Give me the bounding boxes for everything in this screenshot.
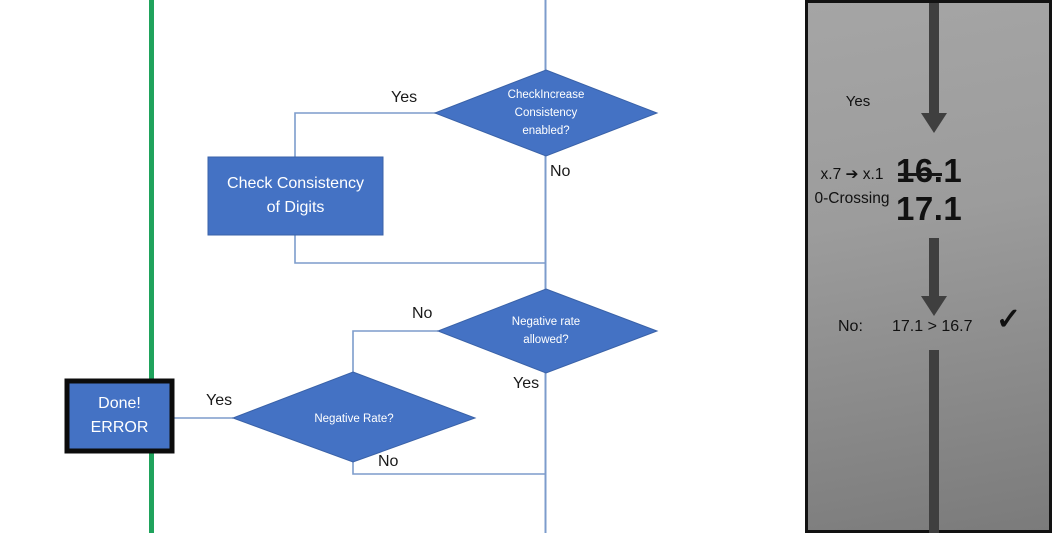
connector-no-return: [352, 460, 545, 475]
edge-label-no-top: No: [550, 163, 571, 180]
connector-yes-to-process: [294, 112, 436, 160]
result-comparison-text: 17.1 > 16.7: [892, 318, 973, 335]
decision-negative-rate-diamond: [231, 371, 477, 463]
edge-label-no-bottom: No: [378, 453, 399, 470]
down-arrow-top-head: [921, 113, 947, 133]
decision-negative-rate-allowed-diamond: [436, 288, 659, 374]
down-arrow-mid-shaft: [929, 238, 939, 296]
green-guide-line: [149, 0, 154, 533]
result-prefix-label: No:: [838, 318, 863, 335]
strikethrough-line: [898, 173, 942, 176]
rule-line-1: x.7 ➔ x.1: [820, 166, 884, 183]
edge-label-yes-done: Yes: [206, 392, 233, 409]
annotation-panel: Yes x.7 ➔ x.1 0-Crossing 16.1 17.1 No: 1…: [805, 0, 1052, 533]
down-arrow-top-shaft: [929, 3, 939, 113]
old-value-rest: .1: [933, 152, 963, 189]
rule-text: x.7 ➔ x.1 0-Crossing: [808, 163, 896, 211]
connector-process-return: [294, 233, 545, 264]
old-value: 16.1: [896, 152, 962, 190]
edge-label-yes-mid: Yes: [513, 375, 540, 392]
rule-line-2: 0-Crossing: [814, 190, 890, 207]
new-value: 17.1: [896, 190, 963, 227]
check-mark-icon: ✓: [996, 303, 1022, 336]
old-value-struck: 16: [896, 152, 934, 189]
down-arrow-mid-head: [921, 296, 947, 316]
decision-check-increase-diamond: [433, 69, 659, 157]
down-arrow-bottom-shaft: [929, 350, 939, 533]
done-error-box: [64, 378, 175, 454]
edge-label-no-mid: No: [412, 305, 433, 322]
panel-yes-label: Yes: [845, 93, 871, 110]
process-check-consistency-box: [207, 156, 384, 236]
value-comparison-numbers: 16.1 17.1: [896, 152, 962, 228]
connector-no-to-negative-rate: [352, 330, 438, 374]
edge-label-yes-top: Yes: [391, 89, 418, 106]
